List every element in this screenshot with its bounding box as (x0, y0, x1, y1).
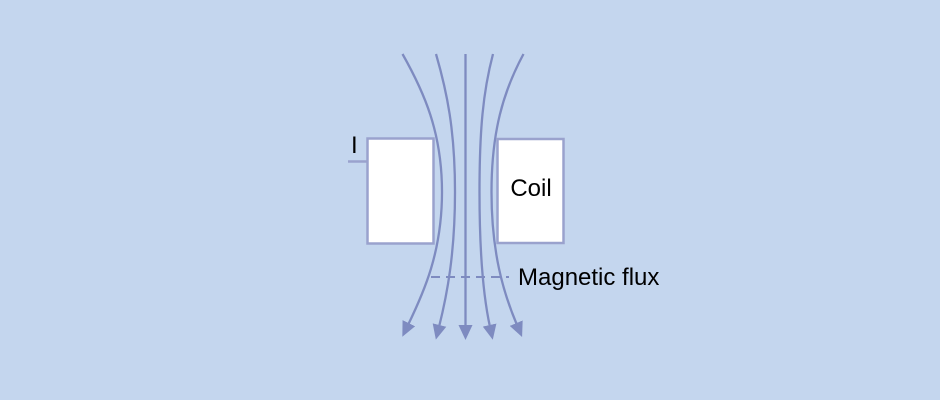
coil-label: Coil (510, 175, 551, 202)
current-label: I (351, 132, 358, 159)
field-line-1 (401, 53, 444, 337)
coil-right-rect (496, 137, 565, 245)
field-line-4 (478, 53, 497, 340)
field-lines (401, 53, 525, 340)
coil-left-rect (366, 137, 435, 245)
field-line-5 (490, 53, 525, 337)
magnetic-flux-label: Magnetic flux (518, 264, 659, 291)
field-line-2 (432, 53, 457, 340)
